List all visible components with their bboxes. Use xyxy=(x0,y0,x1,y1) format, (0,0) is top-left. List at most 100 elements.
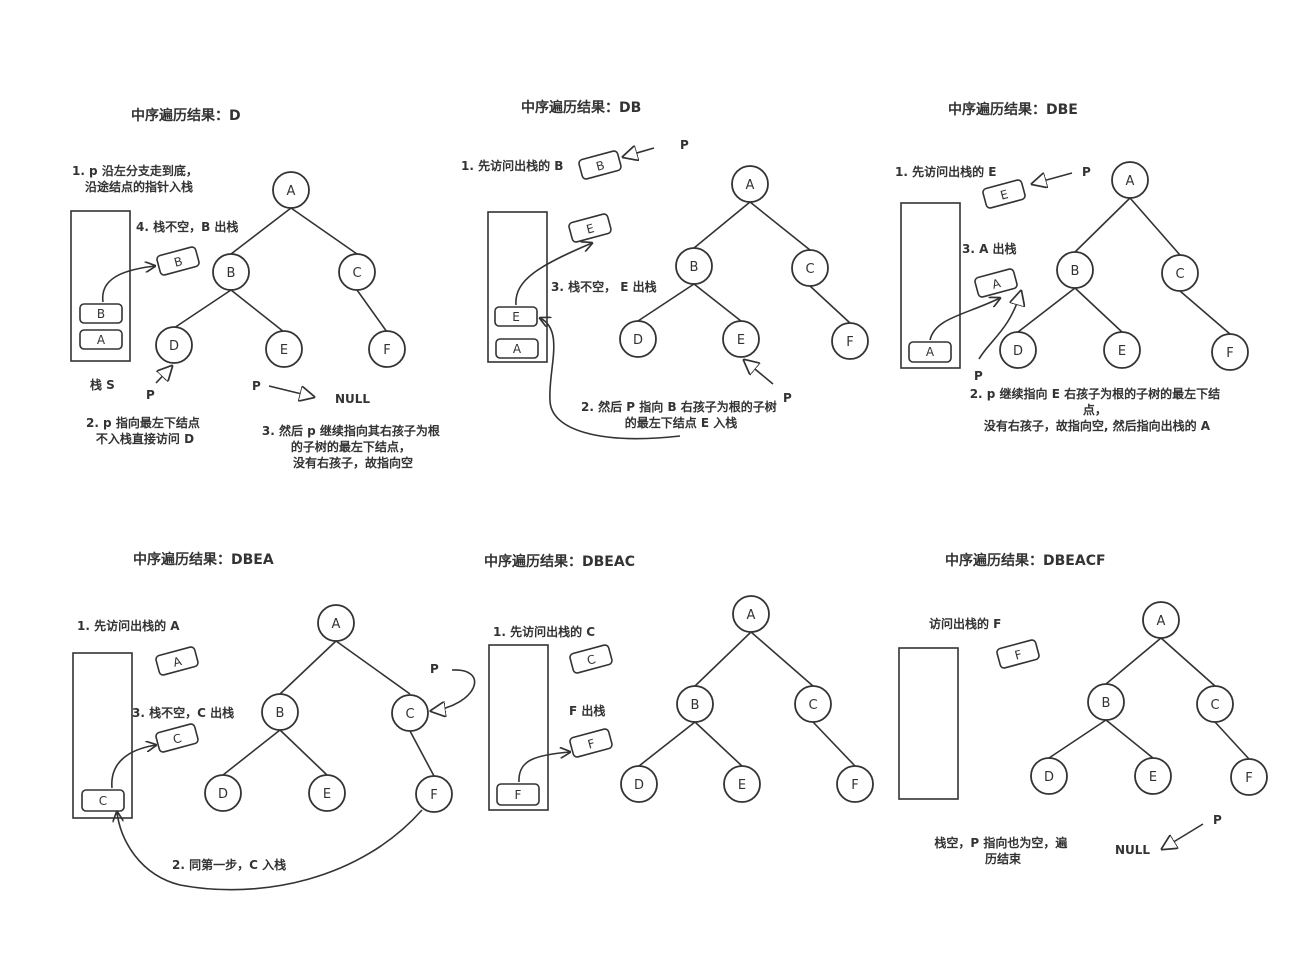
svg-text:C: C xyxy=(352,266,361,281)
svg-text:C: C xyxy=(808,698,817,713)
panel-1-null-label: NULL xyxy=(335,392,370,406)
panel-3-pointer-to-A xyxy=(978,291,1021,360)
panel-1-pointer-p2-label: P xyxy=(252,379,261,393)
panel-2: 中序遍历结果：DB A B C D E F E A B E xyxy=(461,99,869,440)
svg-text:E: E xyxy=(737,333,745,348)
svg-text:B: B xyxy=(227,266,236,281)
panel-5-pop-arrow xyxy=(518,752,570,783)
panel-4: 中序遍历结果：DBEA A B C D E F C A C xyxy=(72,551,476,891)
svg-text:C: C xyxy=(99,794,107,808)
svg-text:F: F xyxy=(851,778,858,793)
panel-3-stack: A xyxy=(900,202,961,369)
panel-3-pointer-p2-label: P xyxy=(974,369,983,383)
svg-text:D: D xyxy=(1044,770,1054,785)
svg-text:F: F xyxy=(1245,771,1252,786)
panel-4-note-3: 3. 栈不空，C 出栈 xyxy=(132,705,234,720)
panel-3-stack-item-A xyxy=(908,341,952,363)
panel-1-node-C: C xyxy=(338,253,376,291)
panel-2-tree: A B C D E F xyxy=(619,165,869,360)
svg-text:A: A xyxy=(513,342,522,356)
panel-4-push-arrow xyxy=(117,809,423,891)
panel-1-floating-box-B: B xyxy=(156,246,200,276)
panel-2-pointer-to-B xyxy=(623,148,655,157)
panel-1-node-F: F xyxy=(368,330,406,368)
svg-text:F: F xyxy=(1013,647,1023,662)
svg-text:E: E xyxy=(323,787,331,802)
panel-1-stack: B A 栈 S xyxy=(70,210,131,392)
panel-4-pointer-p-label: P xyxy=(430,662,439,676)
panel-3-note-3: 3. A 出栈 xyxy=(962,241,1017,256)
panel-2-note-3: 3. 栈不空， E 出栈 xyxy=(551,279,657,294)
panel-6-node-D: D xyxy=(1030,757,1068,795)
panel-2-title: 中序遍历结果：DB xyxy=(521,99,641,116)
panel-4-node-A: A xyxy=(317,604,355,642)
panel-6-title: 中序遍历结果：DBEACF xyxy=(945,552,1106,569)
panel-1-pop-arrow xyxy=(102,266,155,303)
svg-text:F: F xyxy=(1226,346,1233,361)
panel-2-stack-item-E xyxy=(494,306,538,327)
svg-text:C: C xyxy=(585,652,597,668)
panel-2-node-C: C xyxy=(791,249,829,287)
panel-3-tree: A B C D E F xyxy=(999,161,1249,371)
panel-3-floating-box-A: A xyxy=(974,268,1018,298)
panel-4-node-E: E xyxy=(308,774,346,812)
panel-3-title: 中序遍历结果：DBE xyxy=(948,101,1078,118)
panel-3-pointer-to-E xyxy=(1032,172,1073,184)
svg-text:E: E xyxy=(512,310,520,324)
svg-text:C: C xyxy=(1210,698,1219,713)
svg-text:F: F xyxy=(586,736,596,751)
panel-4-stack-item-C xyxy=(81,789,125,812)
svg-text:E: E xyxy=(1149,770,1157,785)
panel-2-node-B: B xyxy=(675,247,713,285)
panel-3-node-F: F xyxy=(1211,333,1249,371)
panel-5-stack: F xyxy=(488,644,549,811)
panel-1-pointer-to-D xyxy=(155,366,172,384)
panel-3-note-1: 1. 先访问出栈的 E xyxy=(895,164,996,179)
panel-1-node-D: D xyxy=(155,326,193,364)
panel-5-note-2: F 出栈 xyxy=(569,703,605,718)
panel-3-node-C: C xyxy=(1161,254,1199,292)
panel-5-node-E: E xyxy=(723,765,761,803)
panel-6-pointer-p-label: P xyxy=(1213,813,1222,827)
svg-text:A: A xyxy=(1126,174,1135,189)
panel-3-node-A: A xyxy=(1111,161,1149,199)
panel-1-stack-label: 栈 S xyxy=(90,377,115,392)
panel-2-pointer-to-E xyxy=(744,360,774,385)
svg-text:F: F xyxy=(515,788,522,802)
panel-3-pointer-p-label: P xyxy=(1082,165,1091,179)
svg-text:E: E xyxy=(280,343,288,358)
svg-text:C: C xyxy=(805,262,814,277)
panel-1-pointer-p-label: P xyxy=(146,388,155,402)
panel-6-tree: A B C D E F xyxy=(1030,601,1268,796)
svg-text:F: F xyxy=(430,788,437,803)
svg-text:B: B xyxy=(1071,264,1080,279)
panel-1-stack-item-A xyxy=(79,329,123,350)
panel-3-note-2: 2. p 继续指向 E 右孩子为根的子树的最左下结 点， 没有右孩子，故指向空,… xyxy=(970,386,1225,433)
panel-4-floating-box-C: C xyxy=(155,723,199,753)
svg-text:A: A xyxy=(746,178,755,193)
svg-text:D: D xyxy=(633,333,643,348)
panel-2-note-1: 1. 先访问出栈的 B xyxy=(461,158,563,173)
panel-2-stack-item-A xyxy=(495,338,539,359)
panel-6-node-E: E xyxy=(1134,757,1172,795)
svg-text:C: C xyxy=(1175,267,1184,282)
panel-4-pop-arrow xyxy=(111,745,156,789)
panel-3-node-E: E xyxy=(1103,331,1141,369)
panel-3-pop-arrow xyxy=(929,298,1000,341)
panel-1-tree: A B C D E F xyxy=(155,171,406,368)
panel-3: 中序遍历结果：DBE A B C D E F A E A P xyxy=(895,101,1249,433)
panel-2-node-D: D xyxy=(619,320,657,358)
panel-6-node-F: F xyxy=(1230,758,1268,796)
panel-4-tree: A B C D E F xyxy=(204,604,453,813)
panel-6-node-B: B xyxy=(1087,683,1125,721)
panel-6-node-A: A xyxy=(1142,601,1180,639)
panel-6-pointer-to-null xyxy=(1162,823,1204,849)
svg-text:B: B xyxy=(276,706,285,721)
panel-1-stack-item-B xyxy=(79,303,123,324)
panel-1-note-2: 2. p 指向最左下结点 不入栈直接访问 D xyxy=(86,415,204,446)
svg-text:F: F xyxy=(383,343,390,358)
panel-4-stack: C xyxy=(72,652,133,819)
panel-6-floating-box-F: F xyxy=(996,639,1040,669)
svg-text:E: E xyxy=(1118,344,1126,359)
